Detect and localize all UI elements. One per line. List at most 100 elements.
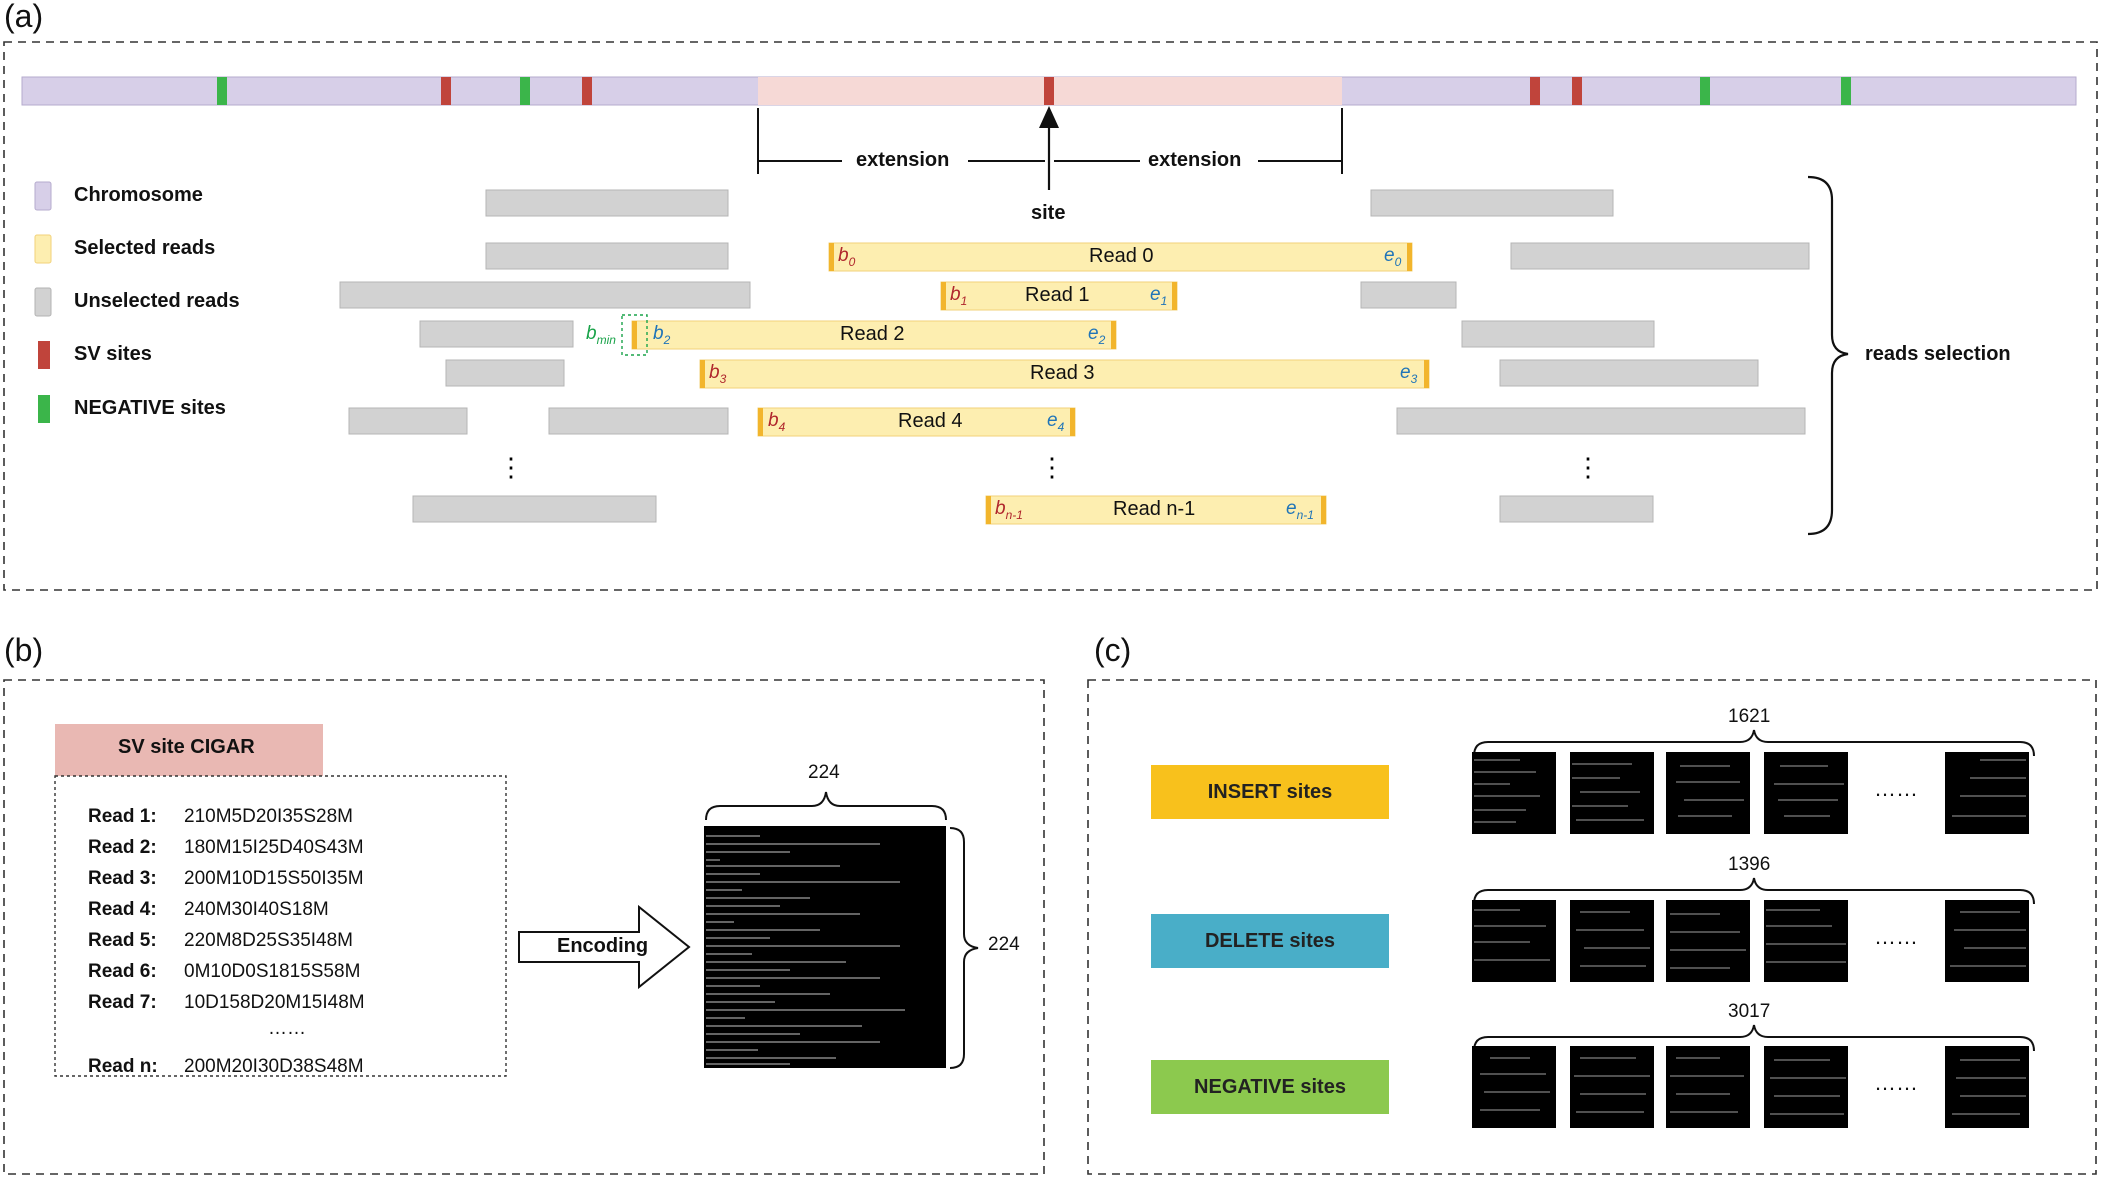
read-label-1: Read 1	[1025, 284, 1090, 306]
delete-dots: ……	[1874, 924, 1918, 949]
unselected-read	[1360, 281, 1457, 309]
encoded-image-streaks	[706, 835, 905, 1065]
unselected-read	[339, 281, 751, 309]
negative-brace	[1473, 1024, 2035, 1052]
panel-b-diagram	[3, 679, 1045, 1175]
unselected-read	[1499, 495, 1654, 523]
insert-thumbnails	[1472, 752, 2029, 834]
unselected-read	[419, 320, 574, 348]
read-label-4: Read 4	[898, 410, 963, 432]
legend-label-selected: Selected reads	[74, 237, 216, 259]
extension-right-label: extension	[1148, 149, 1242, 171]
selected-read-3	[699, 359, 1430, 389]
height-brace	[949, 827, 979, 1069]
encoded-image	[704, 826, 946, 1068]
cigar-header-box	[55, 724, 323, 778]
cigar-row-6: Read 6:0M10D0S1815S58M	[88, 961, 361, 982]
panel-a-letter: (a)	[4, 0, 43, 35]
negative-count: 3017	[1728, 1001, 1771, 1022]
reads-selection-brace	[1807, 175, 1849, 536]
sv-site-marker	[582, 77, 592, 105]
thumb	[1945, 752, 2029, 834]
unselected-read	[485, 189, 729, 217]
cigar-row-2: Read 2:180M15I25D40S43M	[88, 837, 364, 858]
panel-a-frame	[3, 41, 2098, 591]
cigar-row-1: Read 1:210M5D20I35S28M	[88, 806, 353, 827]
legend-label-sv: SV sites	[74, 343, 152, 365]
legend-label-unselected: Unselected reads	[74, 290, 240, 312]
unselected-read	[445, 359, 565, 387]
thumb	[1764, 1046, 1848, 1128]
encoding-label: Encoding	[557, 935, 649, 957]
unselected-read	[1396, 407, 1806, 435]
unselected-read	[1461, 320, 1655, 348]
ellipsis-left: ⋮	[498, 452, 524, 482]
b2-marker: b2	[653, 323, 671, 347]
insert-brace	[1473, 729, 2035, 757]
insert-count: 1621	[1728, 706, 1771, 727]
thumb	[1764, 752, 1848, 834]
cigar-dots: ……	[268, 1018, 306, 1039]
unselected-read	[548, 407, 729, 435]
site-label: site	[1031, 202, 1066, 224]
b3-marker: b3	[709, 362, 727, 386]
legend-swatch-selected	[34, 234, 52, 264]
thumb	[1666, 752, 1750, 834]
read-label-0: Read 0	[1089, 245, 1154, 267]
width-brace	[705, 791, 947, 821]
reads-selection-label: reads selection	[1865, 343, 2011, 365]
thumb	[1472, 1046, 1556, 1128]
unselected-read	[1370, 189, 1614, 217]
ellipsis-center: ⋮	[1039, 452, 1065, 482]
panel-c-letter: (c)	[1094, 632, 1131, 669]
ellipsis-right: ⋮	[1575, 452, 1601, 482]
unselected-read	[412, 495, 657, 523]
thumb	[1472, 900, 1556, 982]
read-label-n-1: Read n-1	[1113, 498, 1196, 520]
e3-marker: e3	[1400, 362, 1418, 386]
delete-sites-box: DELETE sites	[1151, 914, 1389, 968]
b0-marker: b0	[838, 245, 856, 269]
thumb	[1666, 900, 1750, 982]
read-label-2: Read 2	[840, 323, 905, 345]
thumb	[1945, 1046, 2029, 1128]
bn1-marker: bn-1	[995, 498, 1023, 522]
negative-site-marker	[1700, 77, 1710, 105]
legend-swatch-chromosome	[34, 181, 52, 211]
e4-marker: e4	[1047, 410, 1065, 434]
panel-b-frame	[3, 679, 1045, 1175]
insert-dots: ……	[1874, 776, 1918, 801]
negative-site-marker	[520, 77, 530, 105]
delete-count: 1396	[1728, 854, 1771, 875]
cigar-row-7: Read 7:10D158D20M15I48M	[88, 992, 365, 1013]
legend-swatch-sv	[38, 341, 50, 369]
read-label-3: Read 3	[1030, 362, 1095, 384]
delete-brace	[1473, 877, 2035, 905]
sv-site-marker	[441, 77, 451, 105]
unselected-read	[485, 242, 729, 270]
legend-swatch-unselected	[34, 287, 52, 317]
negative-site-marker	[217, 77, 227, 105]
unselected-read	[1499, 359, 1759, 387]
height-label: 224	[988, 934, 1020, 955]
extension-left-label: extension	[856, 149, 950, 171]
panel-a-label: (a)	[4, 0, 44, 34]
cigar-row-5: Read 5:220M8D25S35I48M	[88, 930, 353, 951]
panel-a-diagram: ⋮ ⋮ ⋮	[3, 41, 2098, 591]
panel-b-letter: (b)	[4, 632, 43, 669]
unselected-reads	[339, 189, 1810, 523]
b4-marker: b4	[768, 410, 786, 434]
unselected-read	[348, 407, 468, 435]
thumb	[1666, 1046, 1750, 1128]
thumb-streaks	[1474, 759, 2026, 1115]
e0-marker: e0	[1384, 245, 1402, 269]
thumb	[1764, 900, 1848, 982]
unselected-read	[1510, 242, 1810, 270]
thumb	[1570, 1046, 1654, 1128]
thumb	[1945, 900, 2029, 982]
panel-c-frame	[1087, 679, 2097, 1175]
negative-dots: ……	[1874, 1070, 1918, 1095]
panel-c-diagram	[1087, 679, 2097, 1175]
cigar-header: SV site CIGAR	[118, 736, 255, 758]
en1-marker: en-1	[1286, 498, 1314, 522]
